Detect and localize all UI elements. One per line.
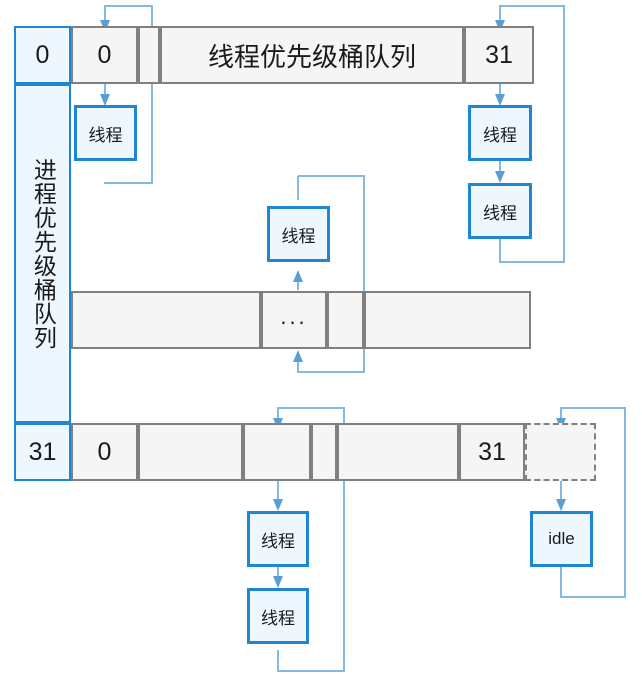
bucket31-cell-idle-slot[interactable] [525, 423, 596, 481]
thread-node-row31-mid-1[interactable]: 线程 [247, 511, 309, 567]
bucket31-cell-31[interactable]: 31 [459, 423, 525, 481]
bucket-cell-0[interactable]: 0 [71, 26, 138, 84]
sidebar-process-priority-label: 进程优先级桶队列 [14, 84, 71, 423]
bucket-cell-mid-ellipsis: ... [261, 291, 327, 349]
thread-node-row0-left-1[interactable]: 线程 [74, 105, 137, 161]
bucket-cell-mid-gap[interactable] [327, 291, 364, 349]
bucket31-cell-2[interactable] [243, 423, 311, 481]
bucket-cell-mid-right[interactable] [364, 291, 531, 349]
process-index-31: 31 [14, 423, 71, 481]
thread-node-row0-right-1[interactable]: 线程 [468, 105, 532, 161]
bucket31-cell-1[interactable] [138, 423, 243, 481]
bucket-cell-mid-left[interactable] [71, 291, 261, 349]
thread-node-row31-mid-2[interactable]: 线程 [247, 588, 309, 644]
process-index-0: 0 [14, 26, 71, 84]
bucket31-cell-3[interactable] [311, 423, 337, 481]
thread-node-idle[interactable]: idle [530, 511, 593, 567]
thread-node-row-mid[interactable]: 线程 [267, 206, 330, 262]
bucket31-cell-4[interactable] [337, 423, 459, 481]
bucket-cell-31[interactable]: 31 [464, 26, 534, 84]
bucket-queue-title-cell: 线程优先级桶队列 [160, 26, 464, 84]
thread-node-row0-right-2[interactable]: 线程 [468, 183, 532, 239]
bucket-cell-gap[interactable] [138, 26, 160, 84]
bucket31-cell-0[interactable]: 0 [71, 423, 138, 481]
